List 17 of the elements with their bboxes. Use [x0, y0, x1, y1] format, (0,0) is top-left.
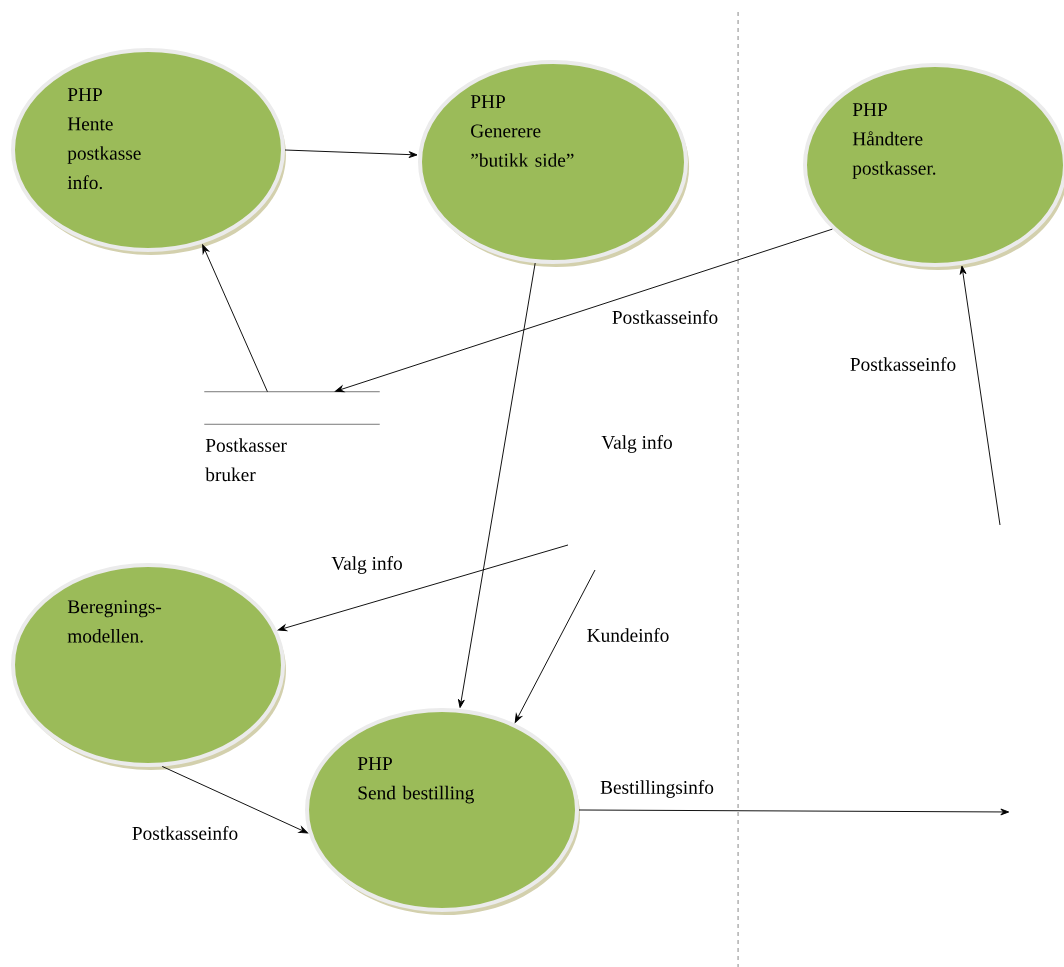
- edge-label: Postkasseinfo: [130, 824, 240, 842]
- edge-label: Kundeinfo: [585, 626, 671, 644]
- arrow: [202, 244, 268, 393]
- edge-label: Bestillingsinfo: [598, 778, 716, 800]
- arrow: [959, 265, 1001, 526]
- flow-label: Valg info: [601, 435, 672, 453]
- arrow: [334, 228, 833, 393]
- edge-label: Postkasseinfo: [848, 355, 958, 373]
- data-store: Postkasser bruker: [204, 391, 380, 482]
- arrow: [514, 569, 596, 723]
- arrow: [277, 544, 569, 632]
- edge-label: Postkasseinfo: [610, 308, 720, 326]
- arrow: [161, 765, 308, 834]
- edge-label: Valg info: [329, 554, 405, 576]
- arrow: [458, 262, 536, 709]
- arrow: [578, 808, 1010, 816]
- arrow: [284, 149, 418, 158]
